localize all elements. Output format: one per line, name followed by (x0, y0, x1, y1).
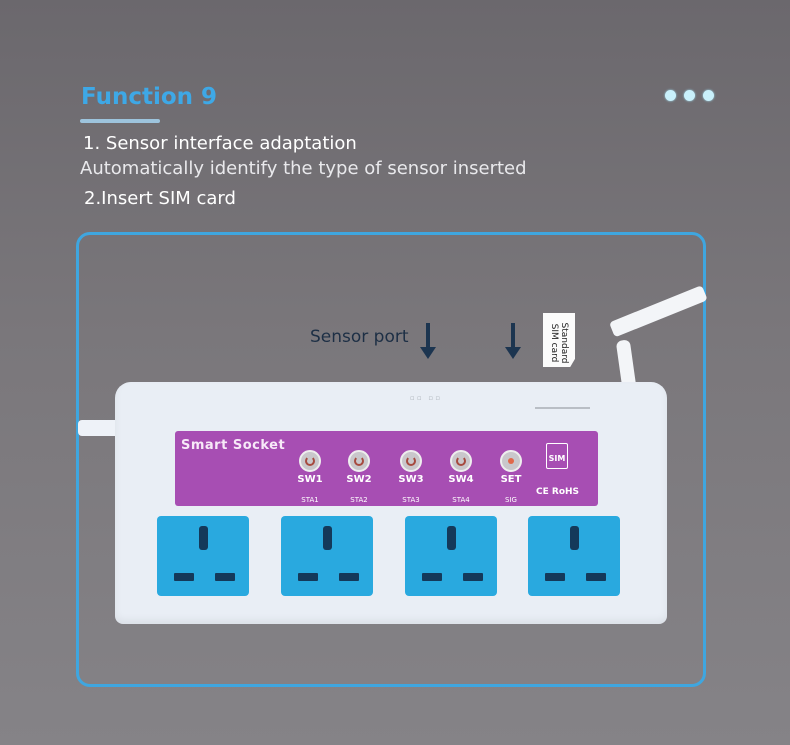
dot-icon (703, 90, 714, 101)
socket-pin-icon (215, 573, 235, 581)
certification-marks: CE RoHS (536, 487, 580, 497)
feature-1-title: 1. Sensor interface adaptation (83, 133, 357, 154)
sta1-label: STA1 (301, 496, 319, 504)
sim-card-label: Standard SIM card (549, 322, 569, 364)
dot-icon (665, 90, 676, 101)
sw3-label: SW3 (398, 474, 424, 485)
outlet-1 (157, 516, 249, 596)
socket-pin-icon (422, 573, 442, 581)
sensor-port-label: Sensor port (310, 327, 409, 347)
socket-pin-icon (174, 573, 194, 581)
sta4-label: STA4 (452, 496, 470, 504)
socket-pin-icon (298, 573, 318, 581)
feature-1-description: Automatically identify the type of senso… (80, 158, 527, 179)
sta2-label: STA2 (350, 496, 368, 504)
sensor-ports: ▫ ▫ ▫ ▫ (410, 394, 441, 402)
product-image-frame (76, 232, 706, 687)
three-dots-icon[interactable] (665, 90, 714, 101)
sim-card: Standard SIM card (543, 313, 575, 367)
feature-2-title: 2.Insert SIM card (84, 188, 236, 209)
sw3-button[interactable] (400, 450, 422, 472)
socket-pin-icon (199, 526, 208, 550)
socket-pin-icon (339, 573, 359, 581)
arrow-down-icon (505, 323, 521, 359)
sw2-label: SW2 (346, 474, 372, 485)
outlet-4 (528, 516, 620, 596)
socket-pin-icon (586, 573, 606, 581)
socket-pin-icon (570, 526, 579, 550)
sim-slot (535, 407, 590, 409)
outlet-3 (405, 516, 497, 596)
sim-icon: SIM (546, 443, 568, 469)
sw1-button[interactable] (299, 450, 321, 472)
sw1-label: SW1 (297, 474, 323, 485)
sw2-button[interactable] (348, 450, 370, 472)
sig-label: SIG (505, 496, 517, 504)
sw4-button[interactable] (450, 450, 472, 472)
sw4-label: SW4 (448, 474, 474, 485)
brand-label: Smart Socket (181, 438, 286, 453)
socket-pin-icon (447, 526, 456, 550)
page-title: Function 9 (81, 84, 218, 110)
socket-pin-icon (545, 573, 565, 581)
set-label: SET (500, 474, 522, 485)
dot-icon (684, 90, 695, 101)
socket-pin-icon (323, 526, 332, 550)
set-button[interactable] (500, 450, 522, 472)
control-panel (175, 431, 598, 506)
arrow-down-icon (420, 323, 436, 359)
sta3-label: STA3 (402, 496, 420, 504)
outlet-2 (281, 516, 373, 596)
socket-pin-icon (463, 573, 483, 581)
title-underline (80, 119, 160, 123)
